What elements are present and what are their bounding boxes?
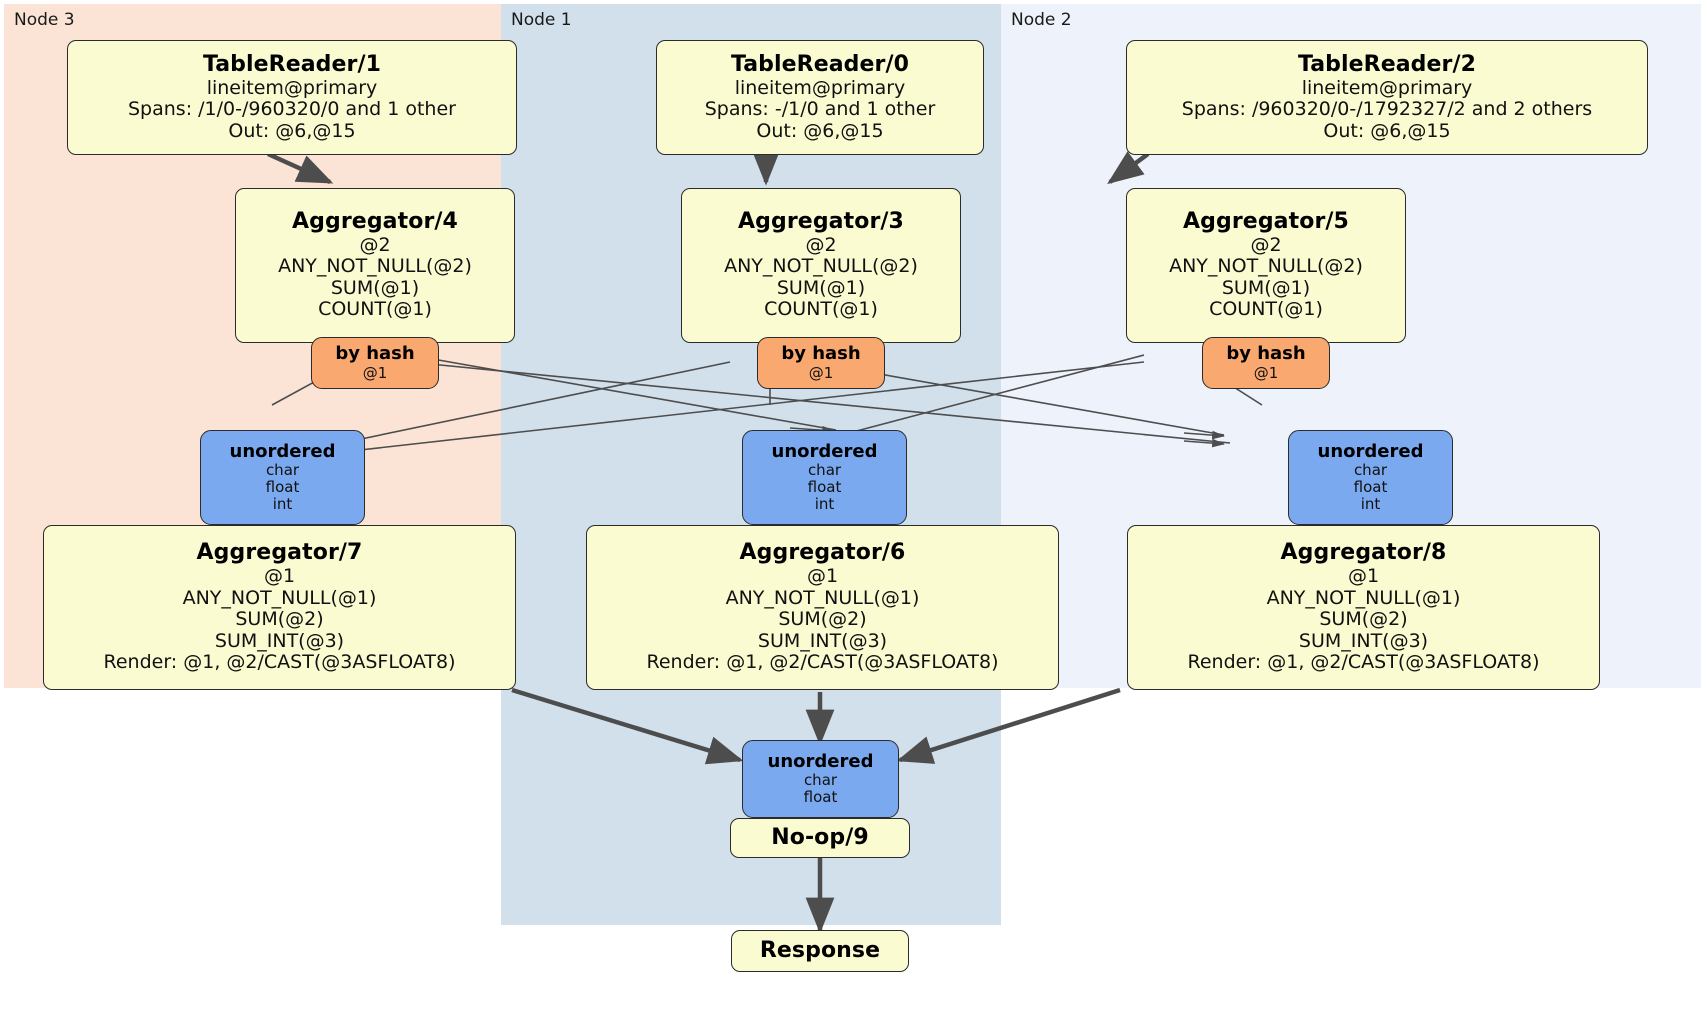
- router-detail-0: @1: [808, 363, 834, 382]
- node-aggregator4[interactable]: Aggregator/4 @2 ANY_NOT_NULL(@2) SUM(@1)…: [235, 188, 515, 343]
- synch-title: unordered: [1317, 440, 1424, 462]
- router-title: by hash: [1226, 343, 1306, 365]
- node-detail-1: ANY_NOT_NULL(@1): [1266, 586, 1461, 609]
- node-detail-3: SUM_INT(@3): [214, 629, 345, 652]
- synch-title: unordered: [771, 440, 878, 462]
- node-detail-3: COUNT(@1): [318, 298, 432, 321]
- router-by-hash-node2[interactable]: by hash @1: [1202, 337, 1330, 389]
- edge-agg7-final: [511, 687, 744, 765]
- node-detail-1: ANY_NOT_NULL(@1): [725, 586, 920, 609]
- node-detail-4: Render: @1, @2/CAST(@3ASFLOAT8): [646, 651, 999, 674]
- node-detail-0: lineitem@primary: [734, 76, 906, 99]
- node-title: Aggregator/8: [1280, 540, 1447, 566]
- synch-detail-2: int: [1360, 495, 1381, 514]
- synchronizer-unordered-node1[interactable]: unordered char float int: [742, 430, 907, 525]
- node-detail-1: Spans: /960320/0-/1792327/2 and 2 others: [1181, 98, 1593, 121]
- edge-hashR-unordL: [341, 361, 1145, 453]
- node-title: TableReader/0: [730, 51, 910, 77]
- node-detail-4: Render: @1, @2/CAST(@3ASFLOAT8): [1187, 651, 1540, 674]
- node-noop9[interactable]: No-op/9: [730, 818, 910, 858]
- synch-detail-2: int: [272, 495, 293, 514]
- synch-detail-0: char: [803, 771, 838, 790]
- node-detail-2: SUM(@1): [330, 276, 420, 299]
- synch-detail-2: int: [814, 495, 835, 514]
- node-detail-3: COUNT(@1): [764, 298, 878, 321]
- node-detail-0: lineitem@primary: [206, 76, 378, 99]
- node-detail-2: SUM(@2): [235, 608, 324, 631]
- edge-tr2-agg5: [1107, 151, 1150, 185]
- node-detail-0: @1: [263, 565, 296, 588]
- synchronizer-unordered-final[interactable]: unordered char float: [742, 740, 899, 818]
- node-detail-3: SUM_INT(@3): [757, 629, 888, 652]
- node-title: Aggregator/5: [1183, 209, 1349, 235]
- router-detail-0: @1: [1253, 363, 1279, 382]
- node-title: TableReader/1: [202, 51, 382, 77]
- node-title: Aggregator/3: [738, 209, 904, 235]
- node-detail-2: SUM(@1): [776, 276, 866, 299]
- synch-detail-1: float: [803, 788, 838, 807]
- node-detail-1: ANY_NOT_NULL(@2): [278, 255, 472, 278]
- node-title: Aggregator/7: [196, 540, 363, 566]
- node-detail-0: @2: [359, 233, 391, 256]
- panel-node2-label: Node 2: [1011, 10, 1072, 30]
- node-tablereader0[interactable]: TableReader/0 lineitem@primary Spans: -/…: [656, 40, 984, 155]
- node-detail-1: Spans: -/1/0 and 1 other: [704, 98, 936, 121]
- node-detail-1: Spans: /1/0-/960320/0 and 1 other: [128, 98, 456, 121]
- node-aggregator3[interactable]: Aggregator/3 @2 ANY_NOT_NULL(@2) SUM(@1)…: [681, 188, 961, 343]
- node-tablereader2[interactable]: TableReader/2 lineitem@primary Spans: /9…: [1126, 40, 1648, 155]
- node-detail-2: SUM(@2): [778, 608, 867, 631]
- synch-detail-0: char: [807, 461, 842, 480]
- node-detail-0: @1: [1347, 565, 1380, 588]
- router-title: by hash: [335, 343, 415, 365]
- router-by-hash-node1[interactable]: by hash @1: [757, 337, 885, 389]
- synch-title: unordered: [229, 440, 336, 462]
- node-title: TableReader/2: [1297, 51, 1477, 77]
- node-aggregator6[interactable]: Aggregator/6 @1 ANY_NOT_NULL(@1) SUM(@2)…: [586, 525, 1059, 690]
- router-title: by hash: [781, 343, 861, 365]
- panel-node3-label: Node 3: [14, 10, 75, 30]
- node-detail-4: Render: @1, @2/CAST(@3ASFLOAT8): [103, 651, 456, 674]
- node-detail-0: @2: [805, 233, 837, 256]
- node-detail-3: SUM_INT(@3): [1298, 629, 1429, 652]
- node-title: No-op/9: [771, 824, 869, 850]
- edge-agg8-final: [896, 687, 1121, 764]
- synch-detail-1: float: [807, 478, 842, 497]
- node-aggregator5[interactable]: Aggregator/5 @2 ANY_NOT_NULL(@2) SUM(@1)…: [1126, 188, 1406, 343]
- node-title: Aggregator/6: [739, 540, 906, 566]
- node-detail-0: @2: [1250, 233, 1282, 256]
- node-detail-1: ANY_NOT_NULL(@1): [182, 586, 377, 609]
- synch-detail-0: char: [1353, 461, 1388, 480]
- node-tablereader1[interactable]: TableReader/1 lineitem@primary Spans: /1…: [67, 40, 517, 155]
- synch-detail-1: float: [1353, 478, 1388, 497]
- synch-detail-0: char: [265, 461, 300, 480]
- router-detail-0: @1: [362, 363, 388, 382]
- router-by-hash-node3[interactable]: by hash @1: [311, 337, 439, 389]
- edge-tr1-agg4: [267, 151, 334, 185]
- edge-hashL-unordM: [409, 354, 837, 431]
- node-aggregator8[interactable]: Aggregator/8 @1 ANY_NOT_NULL(@1) SUM(@2)…: [1127, 525, 1600, 690]
- node-detail-1: ANY_NOT_NULL(@2): [1169, 255, 1363, 278]
- node-detail-0: lineitem@primary: [1301, 76, 1473, 99]
- node-detail-1: ANY_NOT_NULL(@2): [724, 255, 918, 278]
- synch-title: unordered: [767, 750, 874, 772]
- node-detail-0: @1: [806, 565, 839, 588]
- node-detail-2: SUM(@1): [1221, 276, 1311, 299]
- node-title: Response: [759, 937, 881, 963]
- node-detail-2: Out: @6,@15: [1323, 119, 1451, 142]
- panel-node1-label: Node 1: [511, 10, 572, 30]
- node-detail-3: COUNT(@1): [1209, 298, 1323, 321]
- node-aggregator7[interactable]: Aggregator/7 @1 ANY_NOT_NULL(@1) SUM(@2)…: [43, 525, 516, 690]
- node-response[interactable]: Response: [731, 930, 909, 972]
- synch-detail-1: float: [265, 478, 300, 497]
- edge-hashR-unordM: [829, 354, 1145, 439]
- synchronizer-unordered-node3[interactable]: unordered char float int: [200, 430, 365, 525]
- node-detail-2: Out: @6,@15: [756, 119, 884, 142]
- node-detail-2: SUM(@2): [1319, 608, 1408, 631]
- node-title: Aggregator/4: [292, 209, 458, 235]
- edge-hashM-unordL: [341, 361, 731, 444]
- synchronizer-unordered-node2[interactable]: unordered char float int: [1288, 430, 1453, 525]
- edge-hashL-unordR: [409, 361, 1231, 444]
- node-detail-2: Out: @6,@15: [228, 119, 356, 142]
